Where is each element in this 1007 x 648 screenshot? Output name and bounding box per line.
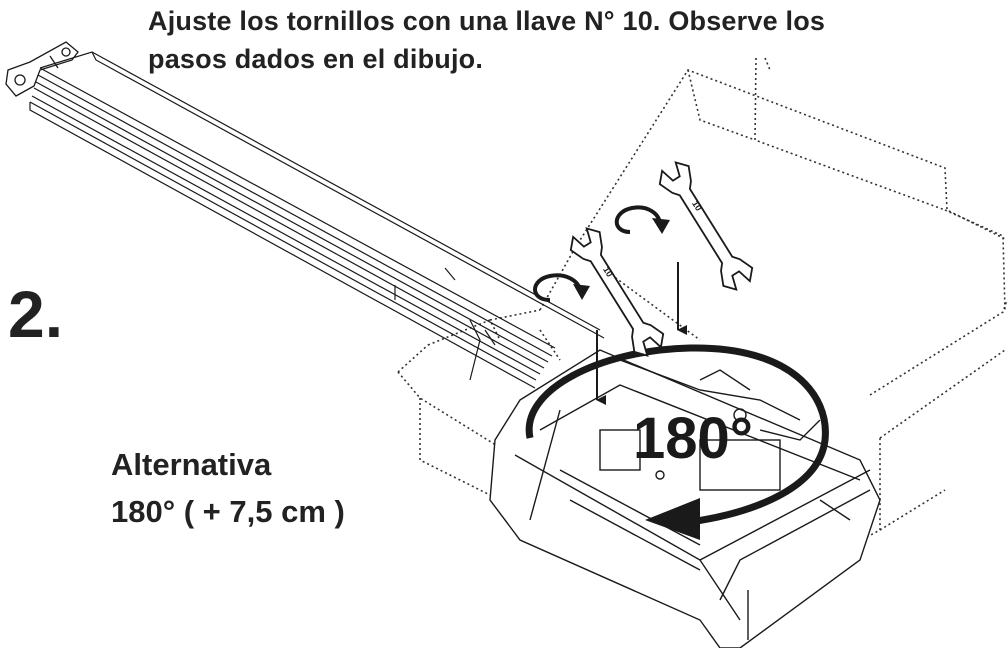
rail-end-bracket (5, 41, 79, 97)
motor-unit (489, 349, 881, 648)
step-number: 2. (8, 277, 64, 351)
rotate-clockwise-icon (614, 205, 670, 234)
rotation-arrow-icon (525, 344, 829, 540)
instruction-text: pasos dados en el dibujo. (148, 44, 484, 74)
wrench-icon: 10 (569, 227, 665, 357)
rotate-clockwise-icon (533, 273, 590, 302)
wrench-size-label: 10 (690, 199, 704, 213)
wrench-size-label: 10 (601, 265, 615, 279)
wrench-icon: 10 (658, 161, 754, 291)
door-rail (29, 51, 605, 389)
alternative-label: Alternativa (111, 447, 272, 482)
rotation-degree-label: 180° (633, 406, 753, 471)
alternative-detail: 180° ( + 7,5 cm ) (111, 494, 345, 529)
instruction-text: Ajuste los tornillos con una llave N° 10… (148, 6, 826, 36)
